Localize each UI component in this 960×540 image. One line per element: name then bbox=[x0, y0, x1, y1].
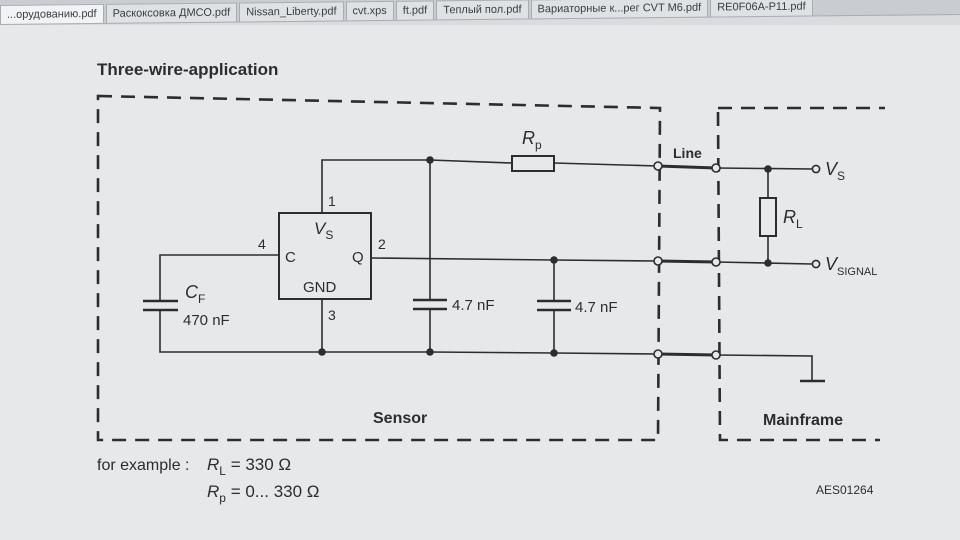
line-connector-3a bbox=[653, 349, 663, 359]
tab-pdf-3[interactable]: Nissan_Liberty.pdf bbox=[239, 1, 344, 22]
document-page: Three-wire-application Rp Line VS RL VSI… bbox=[0, 25, 960, 540]
cap2-value: 4.7 nF bbox=[575, 299, 618, 316]
line-connector-1b bbox=[711, 163, 721, 173]
vs-label: VS bbox=[825, 159, 845, 183]
tab-pdf-5[interactable]: ft.pdf bbox=[395, 0, 435, 20]
cf-bottom-wire bbox=[159, 310, 322, 353]
cap1-capacitor bbox=[413, 298, 447, 311]
line-connector-2a bbox=[653, 256, 663, 266]
rp-label: Rp bbox=[522, 128, 542, 152]
tab-pdf-2[interactable]: Раскоксовка ДМСО.pdf bbox=[105, 2, 238, 23]
mainframe-ground-wire bbox=[715, 354, 813, 380]
ic-gnd-label: GND bbox=[303, 279, 337, 296]
tab-pdf-6[interactable]: Теплый пол.pdf bbox=[436, 0, 529, 20]
mainframe-vs-wire bbox=[715, 167, 813, 170]
ground-rail bbox=[322, 351, 659, 355]
tab-pdf-1[interactable]: ...орудованию.pdf bbox=[0, 3, 104, 25]
ic-vs-label: VS bbox=[314, 219, 333, 242]
pin-2-label: 2 bbox=[378, 236, 386, 252]
line-label: Line bbox=[673, 145, 702, 161]
signal-wire bbox=[370, 257, 659, 262]
line-ground-wire bbox=[657, 352, 717, 357]
diagram-title: Three-wire-application bbox=[97, 60, 278, 79]
line-signal-wire bbox=[657, 259, 717, 264]
cf-label: CF bbox=[185, 282, 205, 306]
cf-value: 470 nF bbox=[183, 312, 230, 329]
pin-3-label: 3 bbox=[328, 307, 336, 323]
tab-xps-4[interactable]: cvt.xps bbox=[345, 0, 394, 21]
sensor-label: Sensor bbox=[373, 410, 427, 427]
tab-bar: ...орудованию.pdf Раскоксовка ДМСО.pdf N… bbox=[0, 0, 960, 25]
rp-to-line-wire bbox=[553, 162, 659, 167]
junction-dot bbox=[426, 156, 434, 164]
figure-code: AES01264 bbox=[816, 483, 874, 497]
tab-pdf-7[interactable]: Вариаторные к...рег CVT M6.pdf bbox=[530, 0, 709, 19]
junction-dot bbox=[764, 259, 772, 267]
vs-wire bbox=[321, 159, 513, 213]
junction-dot bbox=[426, 348, 434, 356]
rl-resistor bbox=[759, 197, 777, 237]
mainframe-label: Mainframe bbox=[763, 412, 843, 429]
vsignal-terminal bbox=[811, 259, 821, 269]
sensor-ic-box bbox=[278, 212, 372, 300]
pin-1-label: 1 bbox=[328, 193, 336, 209]
line-connector-3b bbox=[711, 350, 721, 360]
cap2-capacitor bbox=[537, 299, 571, 312]
line-vs-wire bbox=[657, 164, 717, 170]
junction-dot bbox=[550, 349, 558, 357]
pin-4-label: 4 bbox=[258, 236, 266, 252]
cf-top-wire bbox=[159, 254, 279, 300]
vs-terminal bbox=[811, 164, 821, 174]
junction-dot bbox=[550, 256, 558, 264]
ic-q-label: Q bbox=[352, 249, 364, 266]
cap1-value: 4.7 nF bbox=[452, 297, 495, 314]
line-connector-1a bbox=[653, 161, 663, 171]
example-rp: Rp = 0... 330 Ω bbox=[207, 482, 320, 505]
rp-resistor bbox=[511, 155, 555, 172]
schematic-diagram: Three-wire-application Rp Line VS RL VSI… bbox=[96, 60, 885, 505]
vsignal-label: VSIGNAL bbox=[825, 254, 877, 278]
example-rl: RL = 330 Ω bbox=[207, 455, 291, 478]
rl-label: RL bbox=[783, 207, 803, 231]
mainframe-signal-wire bbox=[715, 261, 813, 265]
mainframe-boundary-left bbox=[716, 111, 880, 442]
junction-dot bbox=[318, 348, 326, 356]
example-prefix: for example : bbox=[97, 457, 189, 474]
tab-pdf-8[interactable]: RE0F06A-P11.pdf bbox=[710, 0, 813, 17]
ic-c-label: C bbox=[285, 249, 296, 266]
cf-capacitor bbox=[143, 299, 178, 312]
sensor-boundary bbox=[96, 94, 662, 442]
line-connector-2b bbox=[711, 257, 721, 267]
junction-dot bbox=[764, 165, 772, 173]
